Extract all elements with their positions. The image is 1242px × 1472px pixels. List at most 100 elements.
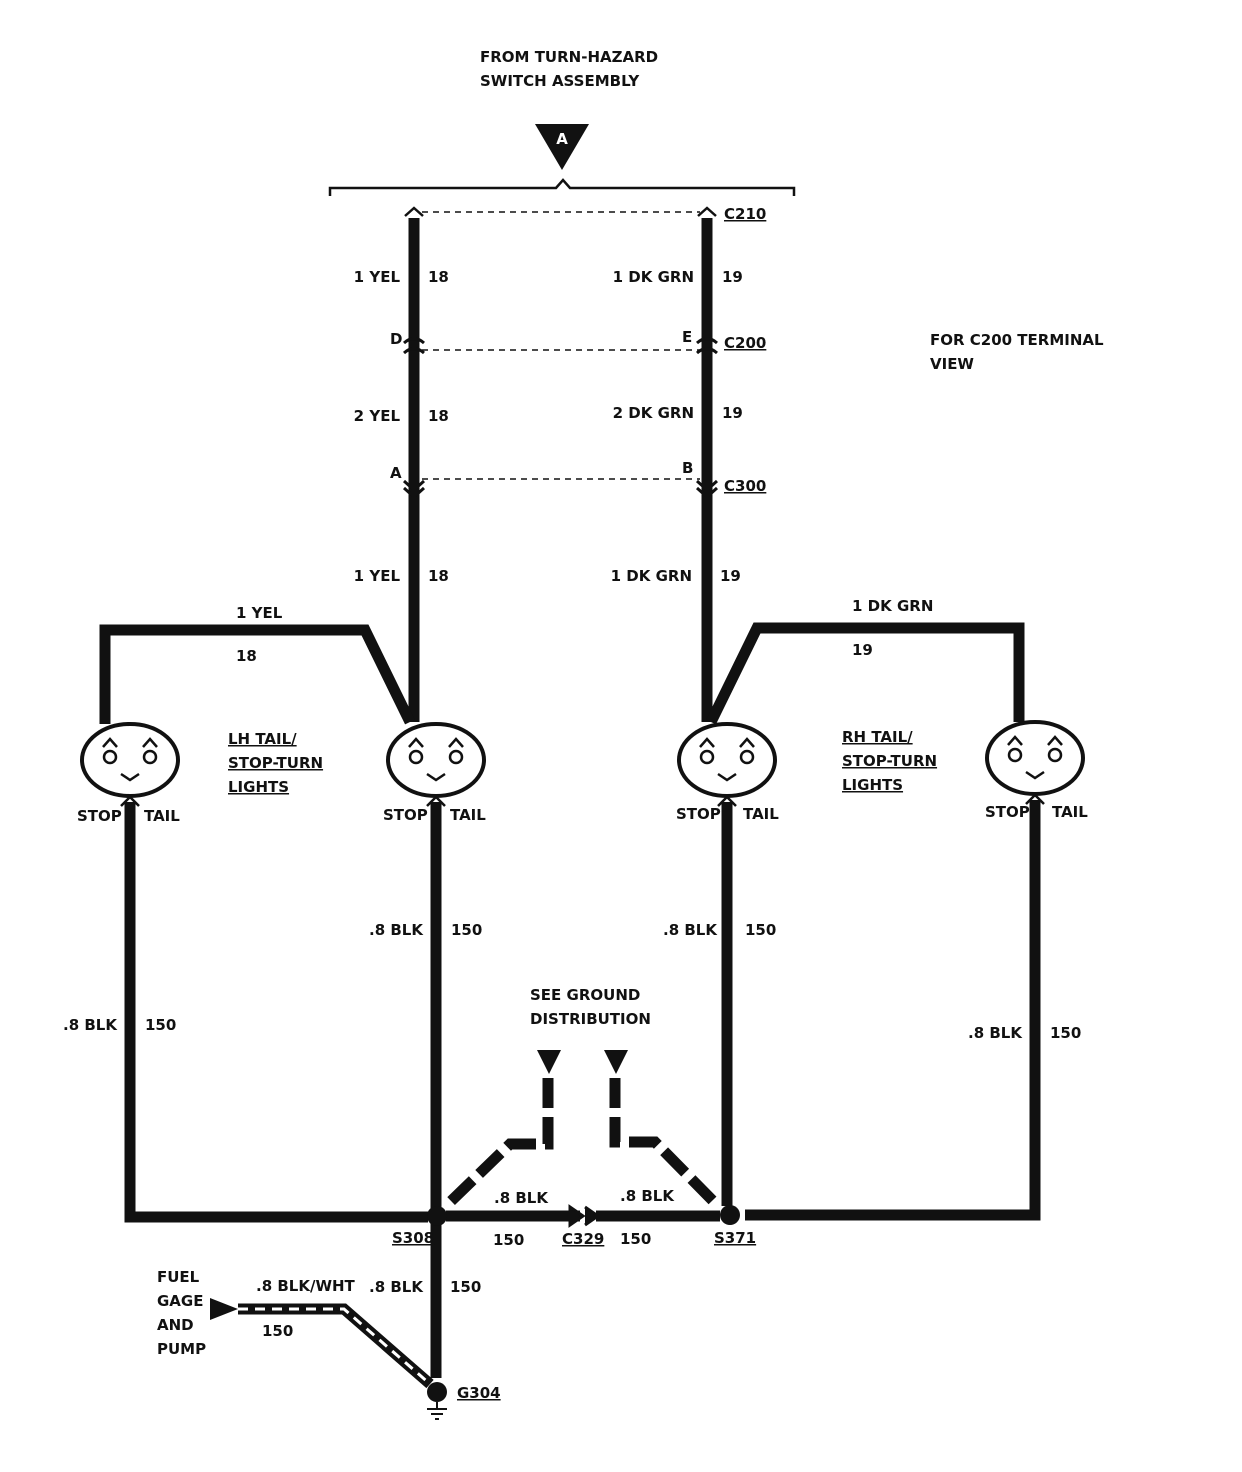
ground-distribution-arrow-left [537, 1050, 561, 1074]
ground-lh-inner-number: 150 [451, 921, 482, 939]
right-wire-3-color: 1 DK GRN [611, 567, 692, 585]
splice-s308-dot [427, 1206, 447, 1226]
lamp-lh-inner [386, 722, 486, 798]
stop-label-2: STOP [383, 806, 428, 824]
left-wire-1-color: 1 YEL [354, 268, 401, 286]
left-wire-3-number: 18 [428, 567, 449, 585]
splice-right-number: 150 [620, 1230, 651, 1248]
right-wire-1-color: 1 DK GRN [613, 268, 694, 286]
lamp-lh-outer [80, 722, 180, 798]
right-wire-2-number: 19 [722, 404, 743, 422]
lh-lamp-label-1: LH TAIL/ [228, 730, 297, 748]
fuel-wire-number: 150 [262, 1322, 293, 1340]
marker-letter-a: A [556, 130, 568, 148]
splice-left-number: 150 [493, 1231, 524, 1249]
rh-lamp-label-2: STOP-TURN [842, 752, 937, 770]
c300-right-terminal [695, 479, 719, 500]
header-brace [328, 178, 796, 196]
splice-s371-label: S371 [714, 1229, 756, 1247]
ground-distribution-wire-right [609, 1078, 722, 1210]
ground-lh-outer-number: 150 [145, 1016, 176, 1034]
lh-lamp-label-2: STOP-TURN [228, 754, 323, 772]
left-branch-color: 1 YEL [236, 604, 283, 622]
stop-label-1: STOP [77, 807, 122, 825]
splice-right-color: .8 BLK [620, 1187, 675, 1205]
marker-triangle-a [535, 124, 589, 170]
pin-a-label: A [390, 464, 402, 482]
ground-symbol-icon [427, 1402, 447, 1420]
lamp-2-lower-terminal [426, 795, 446, 807]
right-branch-color: 1 DK GRN [852, 597, 933, 615]
stop-label-3: STOP [676, 805, 721, 823]
lamp-1-lower-terminal [120, 795, 140, 807]
fuel-gage-arrow [210, 1298, 238, 1320]
c329-label: C329 [562, 1230, 604, 1248]
left-wire-1-number: 18 [428, 268, 449, 286]
fuel-gage-wire [238, 1303, 434, 1389]
ground-distribution-arrow-right [604, 1050, 628, 1074]
lamp-3-lower-terminal [717, 795, 737, 807]
ground-rh-outer-number: 150 [1050, 1024, 1081, 1042]
ground-lh-outer-color: .8 BLK [63, 1016, 118, 1034]
tail-label-4: TAIL [1052, 803, 1088, 821]
lamp-rh-outer [985, 720, 1085, 796]
g304-wire-number: 150 [450, 1278, 481, 1296]
header-line-1: FROM TURN-HAZARD [480, 48, 658, 66]
ground-g304-dot [427, 1382, 447, 1402]
fuel-gage-wire-stripe [238, 1307, 431, 1386]
right-branch-number: 19 [852, 641, 873, 659]
fuel-label-3: AND [157, 1316, 194, 1334]
rh-lamp-label-1: RH TAIL/ [842, 728, 913, 746]
ground-distribution-wire-left [442, 1078, 554, 1210]
right-wire-3-number: 19 [720, 567, 741, 585]
pin-b-label: B [682, 459, 693, 477]
fuel-wire-color: .8 BLK/WHT [256, 1277, 356, 1295]
tail-label-2: TAIL [450, 806, 486, 824]
tail-label-3: TAIL [743, 805, 779, 823]
right-wire-1-number: 19 [722, 268, 743, 286]
stop-label-4: STOP [985, 803, 1030, 821]
pin-d-label: D [390, 330, 402, 348]
splice-s308-label: S308 [392, 1229, 434, 1247]
splice-s371-dot [720, 1205, 740, 1225]
rh-lamp-label-3: LIGHTS [842, 776, 903, 794]
ground-rh-inner-color: .8 BLK [663, 921, 718, 939]
ground-g304-label: G304 [457, 1384, 501, 1402]
tail-label-1: TAIL [144, 807, 180, 825]
g304-wire-color: .8 BLK [369, 1278, 424, 1296]
left-wire-2-number: 18 [428, 407, 449, 425]
c300-label: C300 [724, 477, 766, 495]
right-wire-2-color: 2 DK GRN [613, 404, 694, 422]
ground-rh-inner-number: 150 [745, 921, 776, 939]
c200-note-line-1: FOR C200 TERMINAL [930, 331, 1104, 349]
fuel-label-4: PUMP [157, 1340, 206, 1358]
lamp-4-lower-terminal [1025, 793, 1045, 805]
left-wire-3-color: 1 YEL [354, 567, 401, 585]
ground-wire-rh-outer [745, 800, 1041, 1221]
pin-e-label: E [682, 328, 692, 346]
left-wire-2-color: 2 YEL [354, 407, 401, 425]
c329-terminal [568, 1204, 601, 1228]
c200-left-terminal [402, 337, 426, 355]
c200-note-line-2: VIEW [930, 355, 974, 373]
see-ground-line-1: SEE GROUND [530, 986, 640, 1004]
ground-rh-outer-color: .8 BLK [968, 1024, 1023, 1042]
c210-label: C210 [724, 205, 766, 223]
see-ground-line-2: DISTRIBUTION [530, 1010, 651, 1028]
header-line-2: SWITCH ASSEMBLY [480, 72, 640, 90]
ground-lh-inner-color: .8 BLK [369, 921, 424, 939]
c210-right-terminal [697, 206, 717, 217]
fuel-label-2: GAGE [157, 1292, 203, 1310]
ground-wire-lh-outer [124, 802, 428, 1223]
lamp-rh-inner [677, 722, 777, 798]
c200-right-terminal [695, 337, 719, 355]
left-branch-wire [99, 624, 415, 725]
right-branch-wire [706, 622, 1025, 725]
left-branch-number: 18 [236, 647, 257, 665]
lh-lamp-label-3: LIGHTS [228, 778, 289, 796]
splice-left-color: .8 BLK [494, 1189, 549, 1207]
c200-label: C200 [724, 334, 766, 352]
c210-left-terminal [404, 206, 424, 217]
fuel-label-1: FUEL [157, 1268, 200, 1286]
